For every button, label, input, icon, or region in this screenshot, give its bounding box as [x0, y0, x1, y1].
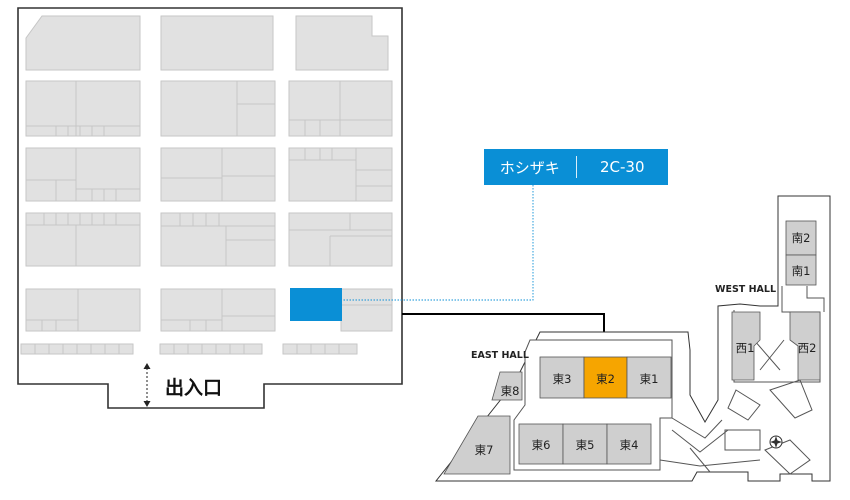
- booth-block: [160, 80, 276, 137]
- hall-higashi3: [539, 356, 585, 399]
- hall-label-minami1: 南1: [791, 264, 811, 278]
- hall-nishi1: [731, 311, 761, 381]
- hall-higashi1: [626, 356, 672, 399]
- hall-label-minami2: 南2: [791, 231, 811, 245]
- booth-block: [288, 147, 393, 202]
- hall-label-higashi4: 東4: [619, 438, 639, 452]
- hall-label-higashi3: 東3: [552, 372, 572, 386]
- hall-floor-plan: [17, 7, 403, 409]
- hall-label-higashi1: 東1: [639, 372, 659, 386]
- hall-higashi7: [443, 415, 511, 475]
- booth-block: [340, 288, 393, 332]
- compass-icon: [769, 435, 783, 449]
- booth-number: 2C-30: [599, 158, 645, 176]
- hall-label-higashi5: 東5: [575, 438, 595, 452]
- hall-nishi2: [789, 311, 821, 381]
- highlighted-booth: [290, 288, 342, 321]
- hall-minami1: [785, 254, 817, 286]
- booth-block: [288, 212, 393, 267]
- booth-block: [25, 288, 141, 332]
- booth-block: [160, 288, 276, 332]
- exit-label: 出入口: [165, 377, 223, 399]
- hall-higashi4: [606, 423, 652, 465]
- hall-label-higashi6: 東6: [531, 438, 551, 452]
- booth-block: [160, 147, 276, 202]
- booth-block: [25, 212, 141, 267]
- hall-higashi6: [518, 423, 564, 465]
- booth-strip: [282, 343, 358, 355]
- booth-block: [25, 15, 141, 71]
- booth-block: [25, 80, 141, 137]
- booth-block: [295, 15, 389, 71]
- booth-callout: ホシザキ 2C-30: [484, 149, 668, 185]
- exit-arrow-icon: [143, 363, 151, 407]
- callout-leader-line: [342, 185, 534, 301]
- hall-minami2: [785, 220, 817, 256]
- company-name: ホシザキ: [499, 158, 560, 177]
- hall-label-higashi7: 東7: [474, 443, 494, 457]
- east-hall-label: EAST HALL: [471, 350, 529, 361]
- booth-block: [25, 147, 141, 202]
- hall-higashi2-current: [583, 356, 628, 399]
- west-hall-label: WEST HALL: [715, 284, 777, 295]
- booth-strip: [159, 343, 263, 355]
- callout-divider: [575, 156, 577, 178]
- hall-label-higashi2: 東2: [596, 372, 615, 386]
- hall-higashi8: [491, 371, 523, 401]
- hall-label-higashi8: 東8: [500, 384, 520, 398]
- hall-higashi5: [562, 423, 608, 465]
- hall-label-nishi2: 西2: [797, 341, 817, 355]
- hall-label-nishi1: 西1: [735, 341, 755, 355]
- venue-map: [434, 195, 831, 482]
- booth-block: [160, 15, 274, 71]
